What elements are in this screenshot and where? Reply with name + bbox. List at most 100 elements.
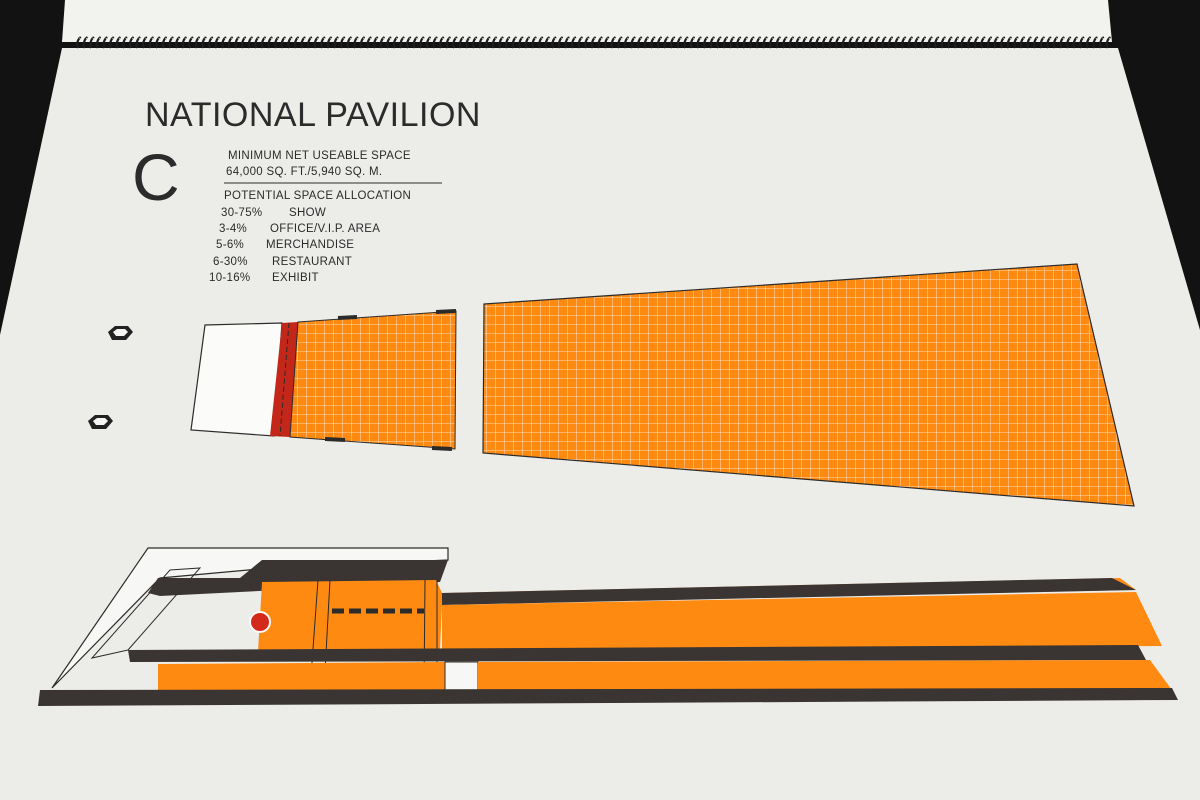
binding-coil	[1013, 36, 1019, 49]
binding-coil	[841, 36, 847, 49]
binding-coil	[247, 36, 253, 49]
binding-coil	[425, 36, 431, 49]
binding-coil	[326, 36, 332, 49]
binding-coil	[656, 36, 662, 49]
binding-coil	[623, 36, 629, 49]
binding-coil	[927, 36, 933, 49]
binding-coil	[458, 36, 464, 49]
binding-coil	[769, 36, 775, 49]
binding-coil	[102, 36, 108, 49]
binding-coil	[406, 36, 412, 49]
allocation-percent-exhibit: 10-16%	[209, 272, 250, 284]
binding-coil	[445, 36, 451, 49]
binding-coil	[643, 36, 649, 49]
binding-coil	[260, 36, 266, 49]
binding-coil	[531, 36, 537, 49]
binding-coil	[439, 36, 445, 49]
binding-coil	[980, 36, 986, 49]
binding-coil	[333, 36, 339, 49]
binding-coil	[142, 36, 148, 49]
binding-coil	[848, 36, 854, 49]
binding-coil	[1099, 36, 1105, 49]
lower-orange-floor-left	[158, 662, 445, 692]
binding-coil	[353, 36, 359, 49]
allocation-percent-office: 3-4%	[219, 223, 247, 235]
binding-coil	[874, 36, 880, 49]
allocation-heading: POTENTIAL SPACE ALLOCATION	[224, 190, 411, 202]
binding-coil	[1052, 36, 1058, 49]
binding-coil	[1085, 36, 1091, 49]
spiral-binding	[76, 36, 1111, 49]
binding-coil	[1066, 36, 1072, 49]
binding-coil	[1046, 36, 1052, 49]
binding-coil	[1092, 36, 1098, 49]
allocation-label-exhibit: EXHIBIT	[272, 272, 319, 284]
binding-coil	[366, 36, 372, 49]
show-area-grid	[289, 310, 457, 450]
binding-coil	[419, 36, 425, 49]
binding-coil	[214, 36, 220, 49]
binding-coil	[148, 36, 154, 49]
binding-coil	[452, 36, 458, 49]
binding-coil	[617, 36, 623, 49]
upper-orange-wing	[442, 592, 1162, 650]
binding-coil	[135, 36, 141, 49]
binding-coil	[505, 36, 511, 49]
binding-coil	[194, 36, 200, 49]
binding-coil	[894, 36, 900, 49]
binding-coil	[709, 36, 715, 49]
binding-coil	[782, 36, 788, 49]
binding-coil	[934, 36, 940, 49]
binding-coil	[485, 36, 491, 49]
binding-coil	[729, 36, 735, 49]
binding-coil	[82, 36, 88, 49]
binding-coil	[313, 36, 319, 49]
binding-coil	[742, 36, 748, 49]
binding-coil	[511, 36, 517, 49]
binding-coil	[947, 36, 953, 49]
binding-coil	[907, 36, 913, 49]
binding-coil	[274, 36, 280, 49]
binding-coil	[1072, 36, 1078, 49]
section-letter: C	[132, 140, 180, 214]
binding-coil	[973, 36, 979, 49]
binding-coil	[808, 36, 814, 49]
binding-coil	[1019, 36, 1025, 49]
binding-coil	[551, 36, 557, 49]
binding-coil	[564, 36, 570, 49]
binding-coil	[267, 36, 273, 49]
binding-coil	[828, 36, 834, 49]
allocation-percent-restaurant: 6-30%	[213, 256, 248, 268]
lower-orange-floor-right	[478, 660, 1172, 692]
binding-coil	[227, 36, 233, 49]
previous-page-edge	[62, 0, 1112, 42]
binding-coil	[175, 36, 181, 49]
binding-coil	[544, 36, 550, 49]
binding-coil	[689, 36, 695, 49]
binding-coil	[815, 36, 821, 49]
binding-coil	[340, 36, 346, 49]
binding-coil	[188, 36, 194, 49]
binding-coil	[914, 36, 920, 49]
binding-coil	[491, 36, 497, 49]
binding-coil	[887, 36, 893, 49]
binding-coil	[472, 36, 478, 49]
binding-coil	[254, 36, 260, 49]
binding-coil	[670, 36, 676, 49]
entry-area	[190, 322, 283, 437]
binding-coil	[722, 36, 728, 49]
binding-coil	[518, 36, 524, 49]
binding-coil	[920, 36, 926, 49]
binding-coil	[835, 36, 841, 49]
binding-coil	[234, 36, 240, 49]
binding-coil	[755, 36, 761, 49]
binding-coil	[373, 36, 379, 49]
binding-coil	[221, 36, 227, 49]
binding-coil	[775, 36, 781, 49]
binding-coil	[432, 36, 438, 49]
binding-coil	[795, 36, 801, 49]
binding-coil	[201, 36, 207, 49]
binder-hole-top	[108, 326, 133, 340]
binding-coil	[663, 36, 669, 49]
